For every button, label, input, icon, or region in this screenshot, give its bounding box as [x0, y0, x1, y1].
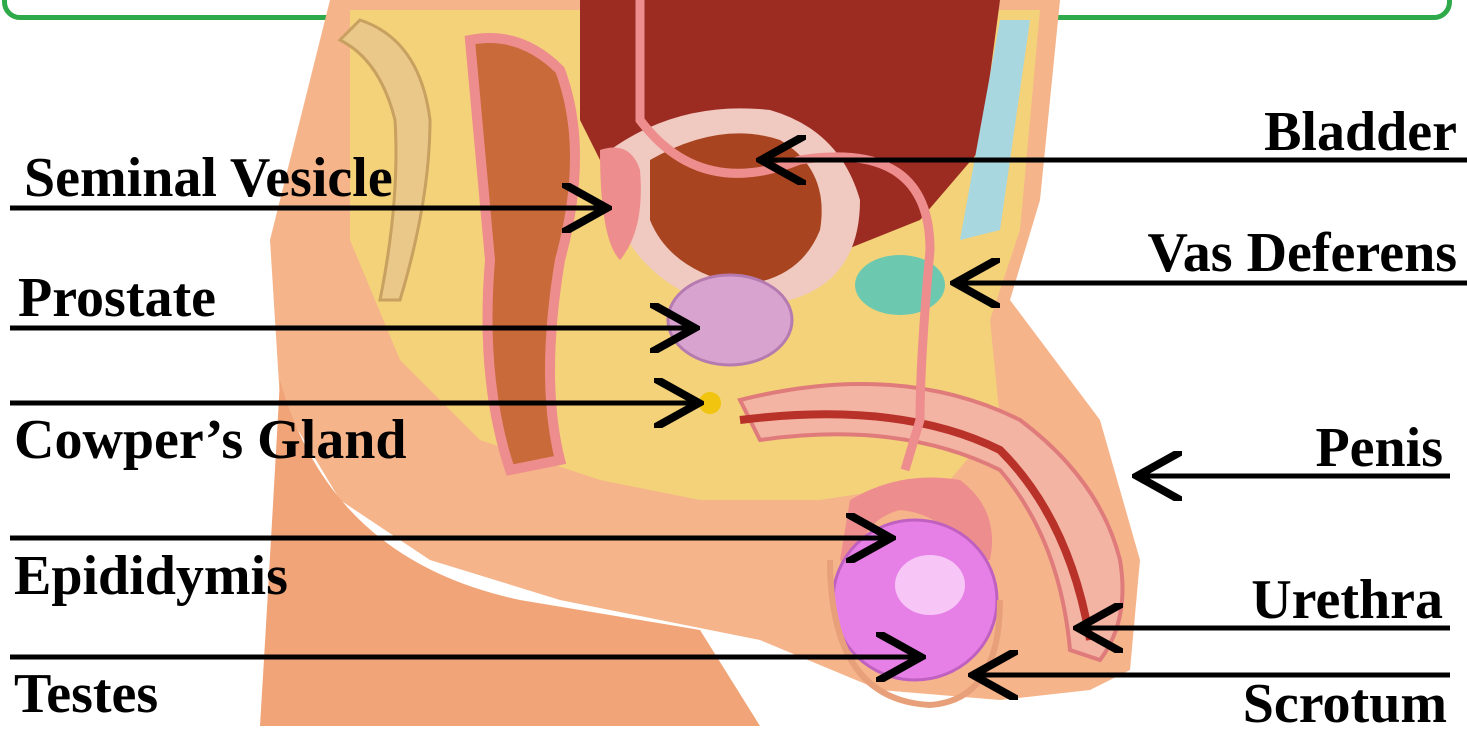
label-bladder: Bladder — [1264, 104, 1457, 160]
label-testes: Testes — [14, 666, 158, 722]
label-penis: Penis — [1315, 420, 1443, 476]
label-urethra: Urethra — [1251, 572, 1443, 628]
label-epididymis: Epididymis — [14, 548, 288, 604]
label-cowpers-gland: Cowper’s Gland — [14, 412, 407, 468]
label-vas-deferens: Vas Deferens — [1147, 225, 1457, 281]
label-prostate: Prostate — [18, 270, 216, 326]
label-scrotum: Scrotum — [1243, 676, 1447, 732]
label-seminal-vesicle: Seminal Vesicle — [24, 150, 393, 206]
